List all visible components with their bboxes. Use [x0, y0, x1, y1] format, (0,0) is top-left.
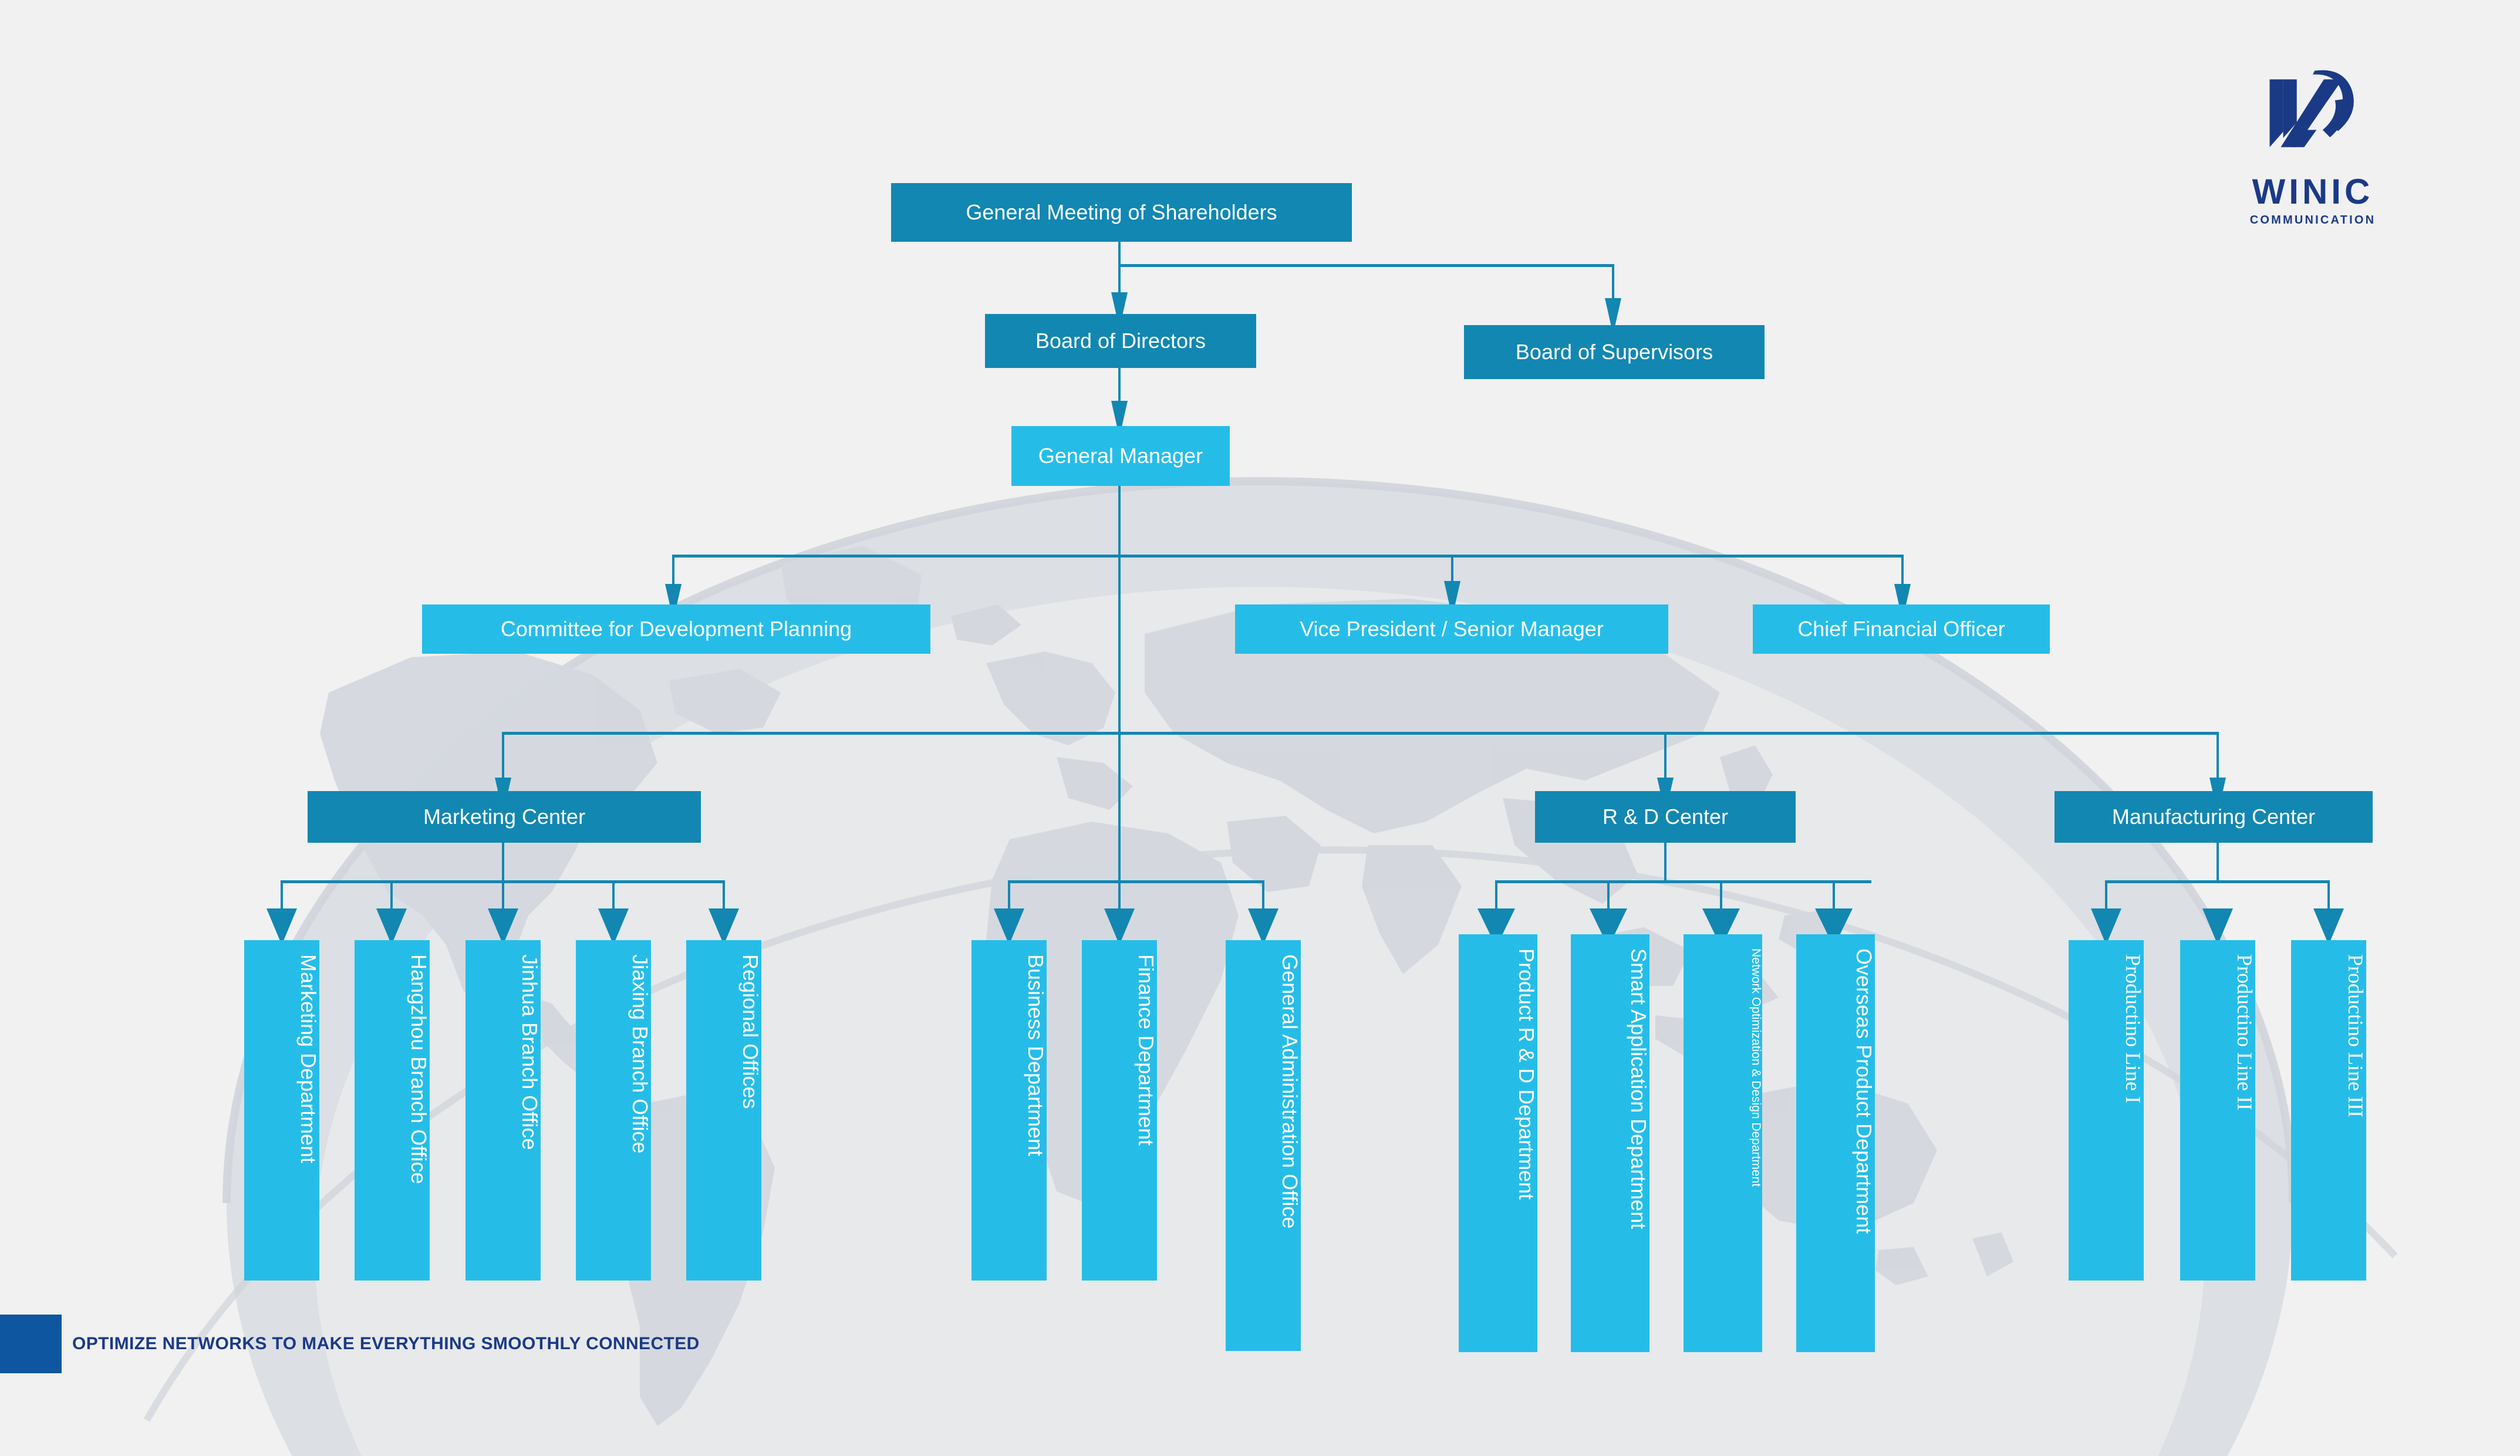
node-jiaxing-branch-office[interactable]: Jiaxing Branch Office — [576, 940, 652, 1281]
connector-officer-bus — [672, 555, 1904, 558]
brand-name: WINIC — [2252, 172, 2374, 211]
node-general-administration-office[interactable]: General Administration Office — [1226, 940, 1302, 1351]
node-manufacturing-center[interactable]: Manufacturing Center — [2055, 791, 2373, 843]
brand-subtitle: COMMUNICATION — [2249, 214, 2376, 227]
arrow-to-production-line-3-icon — [2313, 908, 2344, 945]
connector-rnd-leaf-1 — [1495, 880, 1497, 911]
connector-mkt-leaf-2 — [390, 880, 393, 911]
arrow-to-hangzhou-branch-icon — [376, 908, 407, 945]
connector-mkt-leaf-4 — [612, 880, 615, 911]
connector-center-bus — [502, 732, 2219, 735]
connector-mfg-down — [2217, 843, 2219, 881]
connector-rnd-leaf-2 — [1607, 880, 1610, 911]
connector-rnd-down — [1664, 843, 1666, 881]
connector-mkt-leaf-3 — [502, 880, 504, 911]
brand-logo: WINIC COMMUNICATION — [2236, 58, 2389, 226]
node-general-manager[interactable]: General Manager — [1011, 426, 1230, 486]
node-marketing-center[interactable]: Marketing Center — [308, 791, 701, 843]
connector-gm-leaf-3 — [1262, 880, 1264, 911]
node-general-meeting-of-shareholders[interactable]: General Meeting of Shareholders — [891, 183, 1352, 242]
node-vice-president-senior-manager[interactable]: Vice President / Senior Manager — [1235, 604, 1668, 654]
node-production-line-2[interactable]: Productino Line II — [2180, 940, 2256, 1281]
connector-mfg-leaf-1 — [2105, 880, 2107, 911]
connector-rnd-leaf-3 — [1720, 880, 1722, 911]
arrow-to-business-department-icon — [994, 908, 1024, 945]
connector-gm-leaf-bus — [1008, 880, 1264, 883]
connector-mfg-leaf-3 — [2327, 880, 2330, 911]
node-board-of-directors[interactable]: Board of Directors — [985, 314, 1256, 368]
footer-accent-block — [0, 1315, 62, 1373]
connector-mkt-leaf-5 — [723, 880, 725, 911]
footer-tagline-text: OPTIMIZE NETWORKS TO MAKE EVERYTHING SMO… — [72, 1334, 700, 1353]
node-regional-offices[interactable]: Regional Offices — [686, 940, 763, 1281]
node-rnd-center[interactable]: R & D Center — [1535, 791, 1796, 843]
arrow-to-production-line-1-icon — [2091, 908, 2121, 945]
arrow-to-finance-department-icon — [1104, 908, 1135, 945]
connector-gm-trunk — [1118, 486, 1121, 931]
footer-tagline-bar: OPTIMIZE NETWORKS TO MAKE EVERYTHING SMO… — [0, 1315, 700, 1373]
connector-mkt-leaf-1 — [281, 880, 283, 911]
connector-rnd-leaf-4 — [1833, 880, 1835, 911]
arrow-to-jinhua-branch-icon — [488, 908, 518, 945]
connector-bod-gm — [1118, 368, 1121, 421]
connector-gm-leaf-1 — [1008, 880, 1010, 911]
connector-gms-bus — [1118, 264, 1614, 267]
arrow-to-marketing-department-icon — [266, 908, 297, 945]
arrow-to-production-line-2-icon — [2202, 908, 2233, 945]
node-smart-application-department[interactable]: Smart Application Department — [1571, 934, 1651, 1352]
arrow-to-general-admin-office-icon — [1248, 908, 1278, 945]
node-production-line-1[interactable]: Productino Line I — [2069, 940, 2145, 1281]
arrow-to-regional-offices-icon — [709, 908, 739, 945]
node-jinhua-branch-office[interactable]: Jinhua Branch Office — [465, 940, 542, 1281]
node-product-rnd-department[interactable]: Product R & D Department — [1459, 934, 1539, 1352]
connector-bos-down — [1612, 264, 1614, 298]
node-overseas-product-department[interactable]: Overseas Product Department — [1796, 934, 1876, 1352]
connector-mkt-down — [502, 843, 504, 881]
node-business-department[interactable]: Business Department — [971, 940, 1048, 1281]
arrow-to-jiaxing-branch-icon — [598, 908, 629, 945]
winic-wd-monogram-icon — [2269, 70, 2354, 147]
node-network-optimization-design-department[interactable]: Network Optimization & Design Department — [1684, 934, 1763, 1352]
node-marketing-department[interactable]: Marketing Department — [244, 940, 321, 1281]
node-board-of-supervisors[interactable]: Board of Supervisors — [1464, 325, 1765, 379]
connector-rnd-leaf-bus — [1495, 880, 1871, 883]
connector-mfg-leaf-bus — [2105, 880, 2330, 883]
node-committee-for-development-planning[interactable]: Committee for Development Planning — [422, 604, 930, 654]
node-hangzhou-branch-office[interactable]: Hangzhou Branch Office — [355, 940, 431, 1281]
node-production-line-3[interactable]: Productino Line III — [2291, 940, 2367, 1281]
connector-gms-down — [1118, 242, 1121, 312]
node-finance-department[interactable]: Finance Department — [1082, 940, 1158, 1281]
node-chief-financial-officer[interactable]: Chief Financial Officer — [1753, 604, 2050, 654]
